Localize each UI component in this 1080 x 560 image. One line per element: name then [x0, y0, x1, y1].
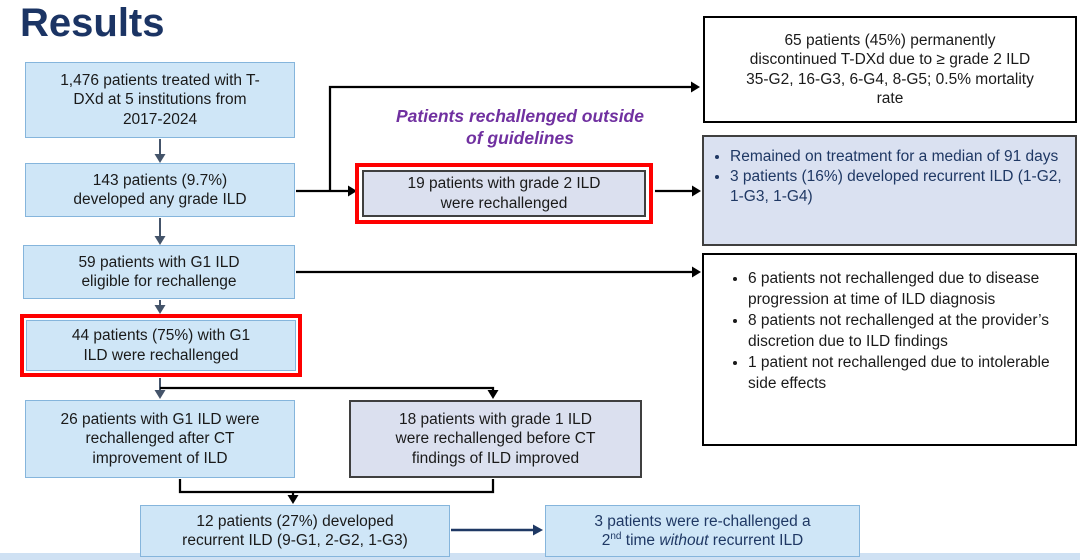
- second-rechallenge-line1: 3 patients were re-challenged a: [594, 512, 811, 530]
- box-rechallenged-after-ct: 26 patients with G1 ILD were rechallenge…: [25, 400, 295, 478]
- box-discontinued: 65 patients (45%) permanently discontinu…: [703, 16, 1077, 123]
- not-rechallenged-item: 8 patients not rechallenged at the provi…: [748, 311, 1065, 352]
- box-grade2-rechallenged-highlight: 19 patients with grade 2 ILD were rechal…: [355, 163, 653, 224]
- not-rechallenged-item: 1 patient not rechallenged due to intole…: [748, 353, 1065, 394]
- box-not-rechallenged: 6 patients not rechallenged due to disea…: [702, 253, 1077, 446]
- outside-guidelines-label: Patients rechallenged outside of guideli…: [396, 106, 644, 148]
- box-grade2-outcomes: Remained on treatment for a median of 91…: [702, 135, 1077, 246]
- page-title: Results: [20, 1, 165, 45]
- not-rechallenged-item: 6 patients not rechallenged due to disea…: [748, 269, 1065, 310]
- box-g1-rechallenged-highlight: 44 patients (75%) with G1 ILD were recha…: [20, 314, 302, 377]
- box-recurrent-ild: 12 patients (27%) developed recurrent IL…: [140, 505, 450, 557]
- box-any-grade-ild: 143 patients (9.7%) developed any grade …: [25, 163, 295, 217]
- box-second-rechallenge: 3 patients were re-challenged a 2nd time…: [545, 505, 860, 557]
- second-rechallenge-tail: recurrent ILD: [708, 532, 804, 549]
- box-grade2-rechallenged: 19 patients with grade 2 ILD were rechal…: [362, 170, 646, 217]
- second-rechallenge-line2: 2nd time without recurrent ILD: [602, 531, 804, 550]
- box-eligible-rechallenge: 59 patients with G1 ILD eligible for rec…: [23, 245, 295, 299]
- second-rechallenge-mid: time: [621, 532, 660, 549]
- box-patients-treated: 1,476 patients treated with T- DXd at 5 …: [25, 62, 295, 138]
- grade2-outcome-item: 3 patients (16%) developed recurrent ILD…: [730, 167, 1067, 207]
- box-rechallenged-before-ct: 18 patients with grade 1 ILD were rechal…: [349, 400, 642, 478]
- second-rechallenge-num: 2: [601, 532, 611, 549]
- second-rechallenge-ordinal: nd: [610, 530, 622, 542]
- grade2-outcome-item: Remained on treatment for a median of 91…: [730, 147, 1067, 167]
- second-rechallenge-without: without: [659, 532, 709, 549]
- bottom-accent-bar: [0, 553, 1080, 560]
- box-g1-rechallenged: 44 patients (75%) with G1 ILD were recha…: [26, 320, 296, 371]
